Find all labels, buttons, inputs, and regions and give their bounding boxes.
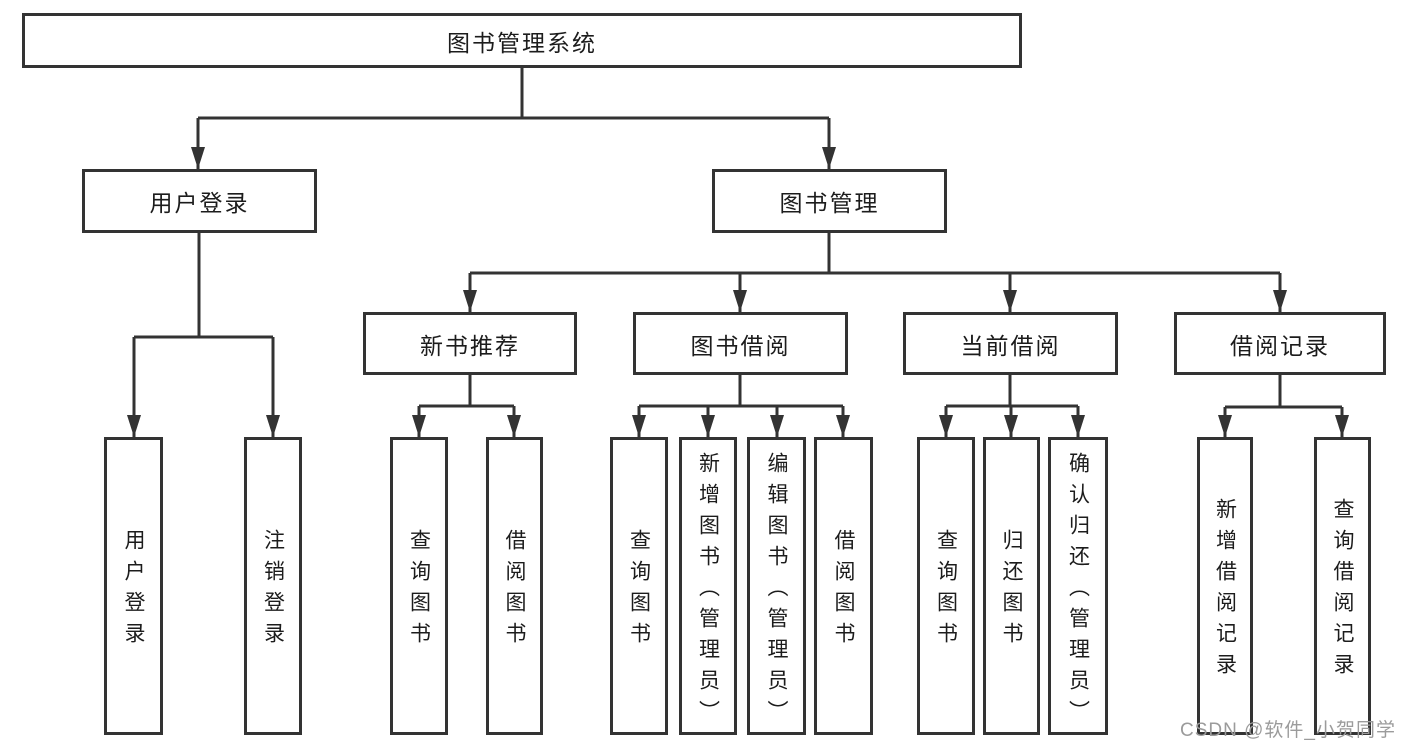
node-book-management: 图书管理 [712, 169, 947, 233]
leaf-query-books-1: 查询图书 [390, 437, 448, 735]
leaf-query-books-3: 查询图书 [917, 437, 975, 735]
leaf-borrow-books-1: 借阅图书 [486, 437, 543, 735]
leaf-user-login: 用户登录 [104, 437, 163, 735]
leaf-edit-book-admin: 编辑图书（管理员） [747, 437, 806, 735]
leaf-return-book: 归还图书 [983, 437, 1040, 735]
node-borrow-records: 借阅记录 [1174, 312, 1386, 375]
leaf-add-borrow-record: 新增借阅记录 [1197, 437, 1253, 735]
leaf-confirm-return-admin: 确认归还（管理员） [1048, 437, 1108, 735]
leaf-query-books-2: 查询图书 [610, 437, 668, 735]
leaf-add-book-admin: 新增图书（管理员） [679, 437, 737, 735]
node-user-login: 用户登录 [82, 169, 317, 233]
node-new-book-recommend: 新书推荐 [363, 312, 577, 375]
watermark: CSDN @软件_小贺同学 [1180, 720, 1396, 741]
node-root: 图书管理系统 [22, 13, 1022, 68]
leaf-query-borrow-record: 查询借阅记录 [1314, 437, 1371, 735]
leaf-borrow-books-2: 借阅图书 [814, 437, 873, 735]
leaf-logout: 注销登录 [244, 437, 302, 735]
node-book-borrow: 图书借阅 [633, 312, 848, 375]
node-current-borrow: 当前借阅 [903, 312, 1118, 375]
